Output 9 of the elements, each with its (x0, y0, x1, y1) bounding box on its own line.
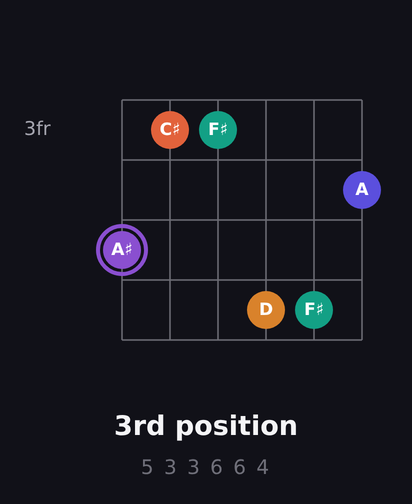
diagram-title: 3rd position (113, 411, 299, 444)
note-marker: F♯ (199, 111, 237, 149)
note-marker: A (343, 171, 381, 209)
note-marker: C♯ (151, 111, 189, 149)
note-marker: F♯ (295, 291, 333, 329)
note-marker: D (247, 291, 285, 329)
fret-number: 3fr (24, 118, 51, 141)
finger-numbers: 5 3 3 6 6 4 (140, 455, 272, 479)
root-note-marker: A♯ (96, 224, 148, 276)
